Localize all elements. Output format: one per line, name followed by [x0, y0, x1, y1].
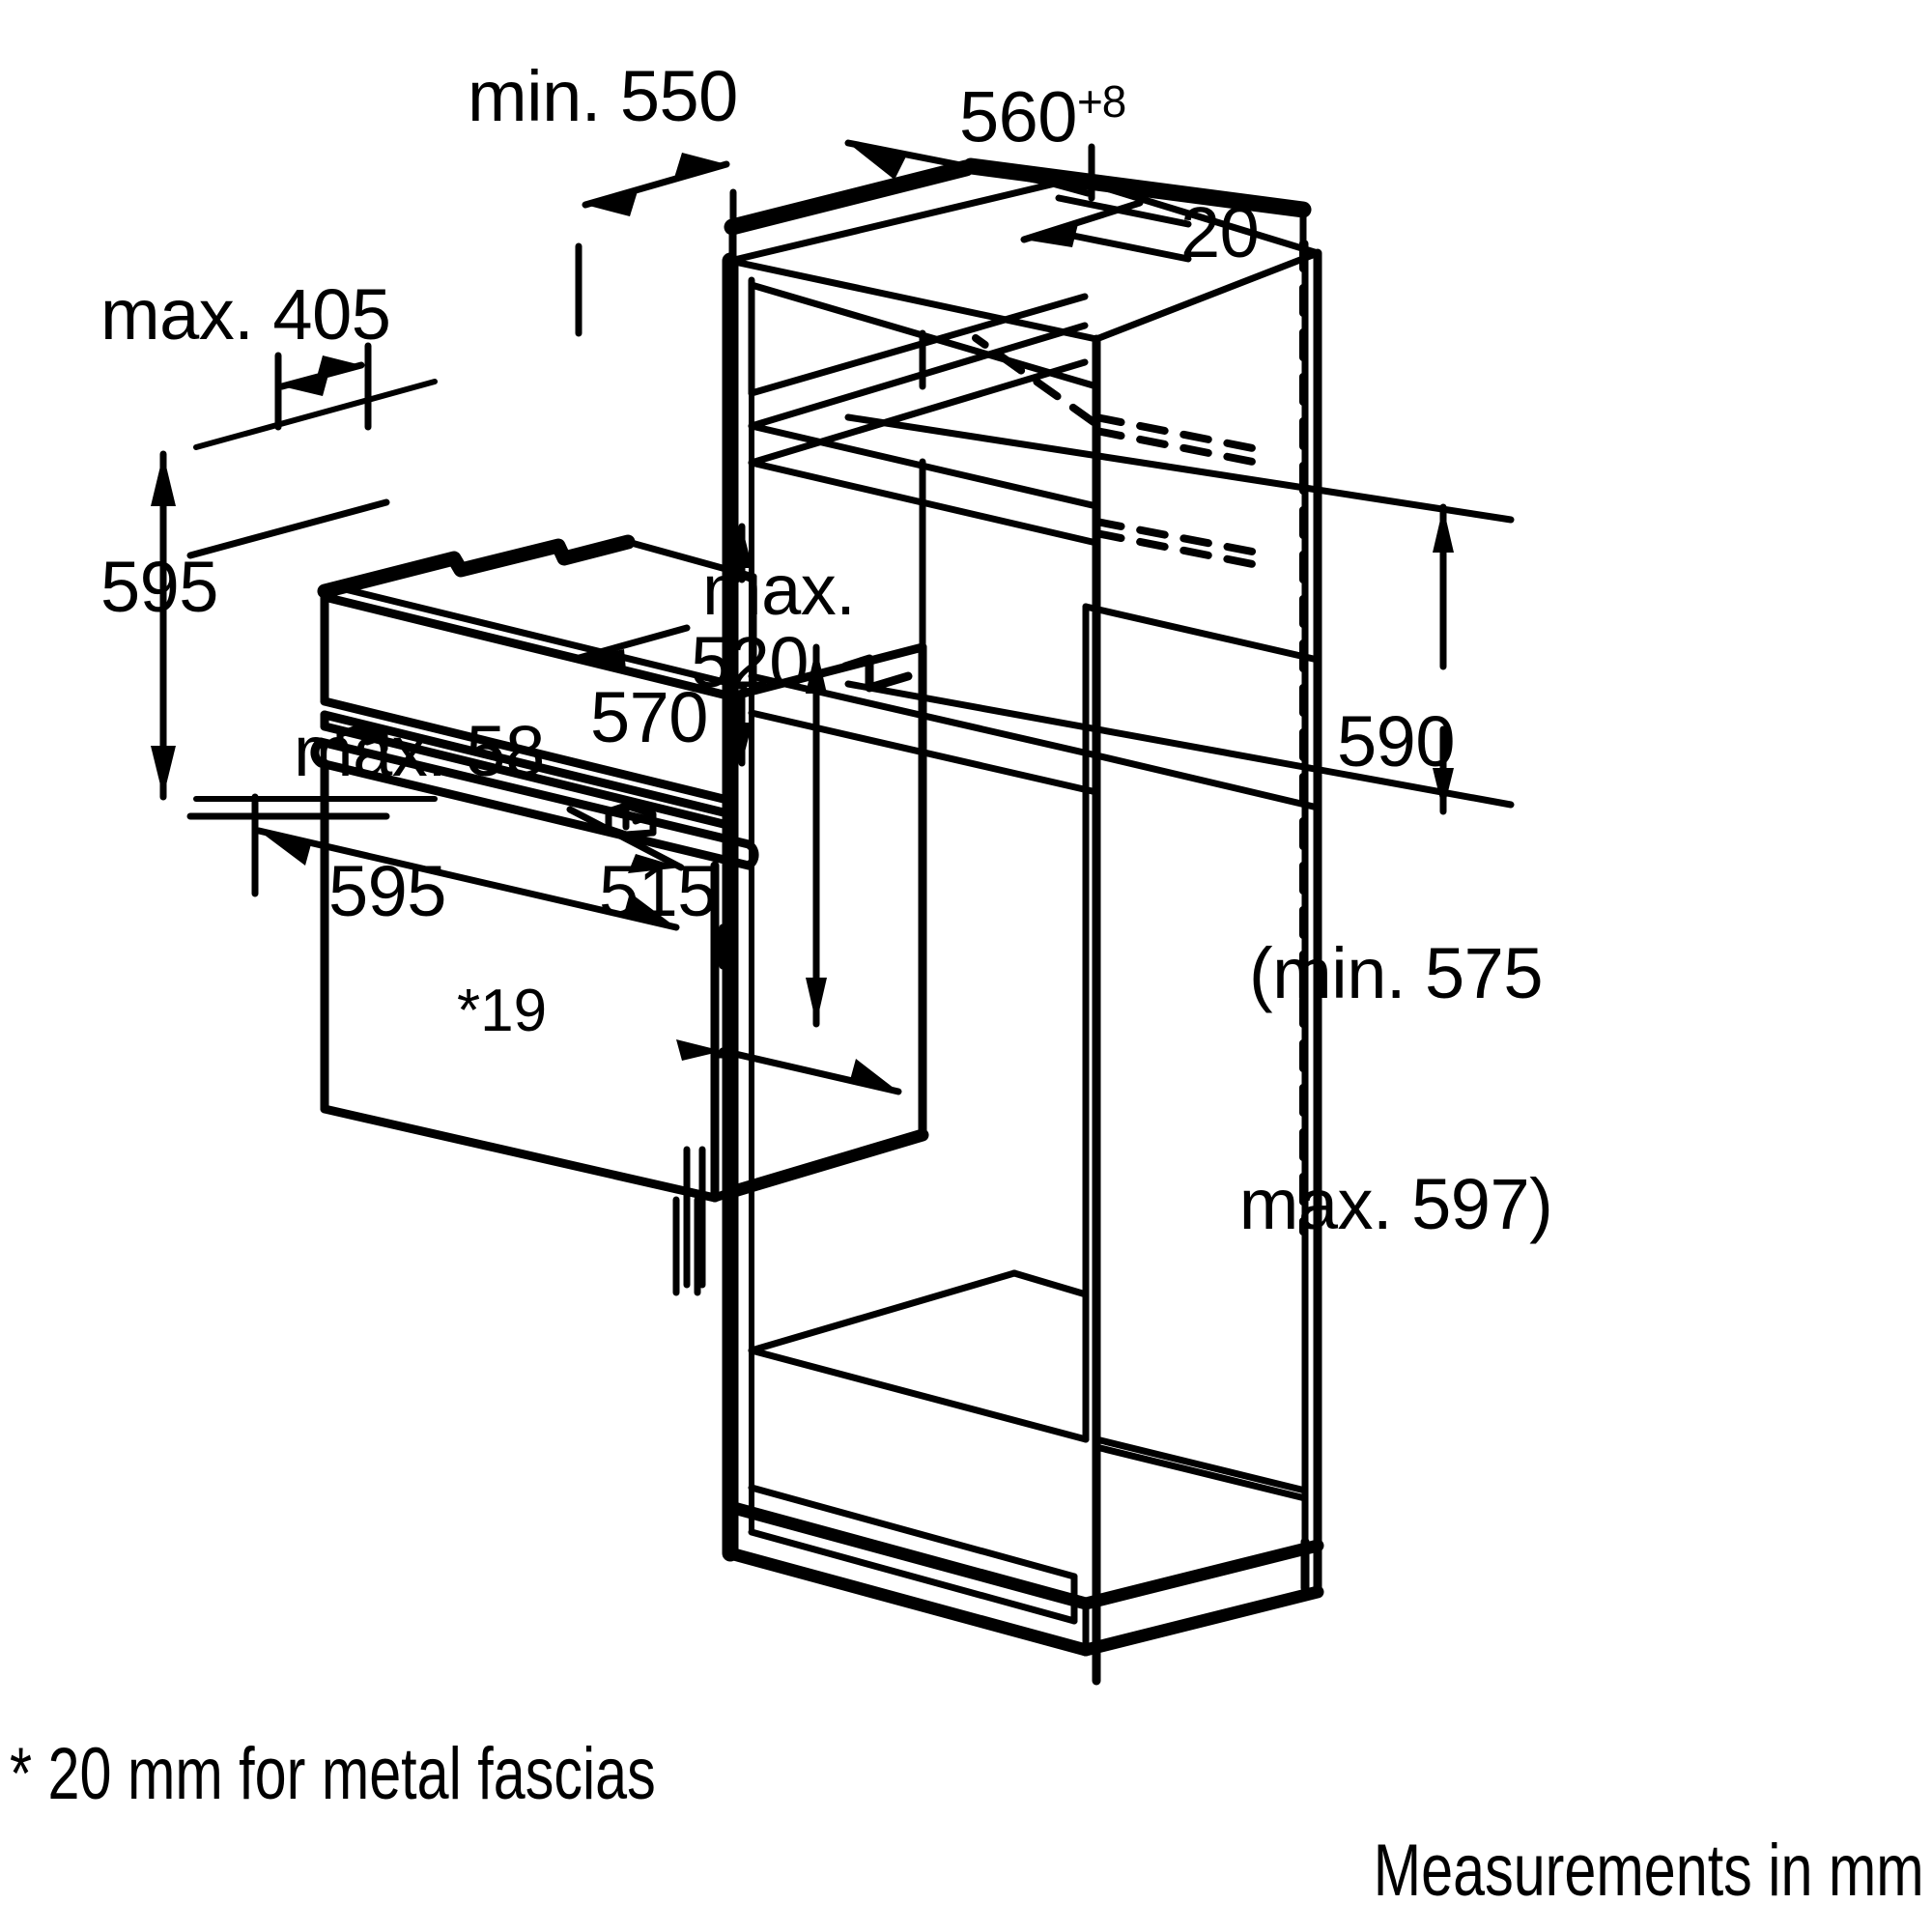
- dim-label-560: 560+8: [959, 76, 1126, 157]
- dim-20: [1020, 194, 1192, 263]
- oven-fascia: [320, 592, 736, 806]
- dim-max405: [274, 342, 372, 431]
- oven-door-face: [320, 758, 720, 1203]
- oven-handle-bracket-right: [605, 802, 657, 838]
- cabinet-bottom-floor: [724, 1500, 1093, 1657]
- oven-fascia-top-edge: [333, 583, 748, 691]
- oven-handle-bracket-left: [336, 724, 388, 753]
- dim-label-590-max: max. 597): [1238, 1164, 1553, 1245]
- oven-panel-seam: [320, 710, 736, 831]
- units-note: Measurements in mm: [1374, 1830, 1924, 1912]
- dim-label-20: 20: [1180, 192, 1260, 272]
- dim-595-bottom-arrows: [259, 831, 676, 927]
- footnote-metal-fascias: * 20 mm for metal fascias: [10, 1733, 656, 1815]
- dim-min550: [575, 160, 737, 337]
- dim-max58-leader: [566, 624, 691, 871]
- dim-560-arrows: [848, 143, 906, 180]
- dim-label-max-520-top: max.: [702, 550, 856, 630]
- dim-label-515: 515: [599, 851, 717, 931]
- dim-595-vert-arrows: [151, 454, 176, 797]
- dim-label-590: 590: [1337, 700, 1455, 781]
- oven-body-bottom-diag: [724, 1128, 929, 1199]
- dim-label-560-tolerance: +8: [1076, 76, 1126, 127]
- dim-label-590-block: 590 (min. 575 max. 597): [1106, 549, 1686, 1398]
- dim-label-max-520-value: 520: [691, 622, 809, 702]
- cabinet-right-bottom-chamfer: [1093, 1435, 1309, 1502]
- cabinet-bottom-right-edge: [1300, 1537, 1322, 1597]
- dim-label-570: 570: [590, 677, 708, 757]
- dim-label-min-550: min. 550: [468, 56, 738, 136]
- dim-label-19: *19: [457, 978, 548, 1044]
- oven-body-top: [726, 642, 927, 701]
- cabinet-top-rail: [724, 157, 1312, 236]
- oven-handle: [310, 737, 759, 870]
- dim-max405-arrows: [282, 355, 361, 396]
- dim-max58-arrows: [576, 649, 681, 873]
- dim-515-bottom: [715, 923, 730, 1062]
- dim-20-arrows: [1024, 224, 1078, 247]
- dim-label-595-height: 595: [100, 547, 218, 627]
- fascia-thickness-marks: [683, 1146, 706, 1289]
- dim-max520-vert-arrows: [731, 526, 753, 763]
- dim-595-vert: [159, 450, 390, 820]
- dim-19-marks: [672, 1196, 701, 1296]
- cabinet-interior-back-top: [1082, 603, 1321, 664]
- cabinet-upper-shelf-front: [748, 276, 1100, 397]
- oven-top-face: [317, 534, 636, 599]
- cabinet-dashed-depth-mid: [1093, 518, 1266, 570]
- dim-515-arrows: [676, 1039, 898, 1092]
- cabinet-dashed-depth-upper: [972, 334, 1266, 468]
- dim-label-max-58: max. 58: [294, 711, 545, 791]
- dim-label-560-value: 560: [959, 76, 1077, 157]
- oven-body-back-notch: [840, 654, 913, 693]
- cabinet-interior-bottom: [748, 1269, 1090, 1443]
- dim-595-vert-ext: [193, 379, 438, 802]
- dim-label-590-min: (min. 575: [1249, 932, 1543, 1013]
- cabinet-bottom-floor-inner: [748, 1484, 1090, 1654]
- dim-570-vert-arrows: [806, 647, 827, 1024]
- dim-min550-arrows: [585, 153, 726, 216]
- cabinet-bottom-right: [1079, 1539, 1324, 1657]
- dim-595-bottom: [251, 793, 680, 931]
- dim-label-595-width: 595: [328, 851, 446, 931]
- cabinet-interior-lines: [1093, 752, 1321, 811]
- dim-515-line: [719, 1047, 902, 1095]
- dim-590-arrows: [1433, 507, 1454, 811]
- dim-560: [844, 139, 1092, 197]
- cabinet-mid-shelf: [748, 322, 1100, 547]
- dim-label-max-405: max. 405: [100, 274, 391, 355]
